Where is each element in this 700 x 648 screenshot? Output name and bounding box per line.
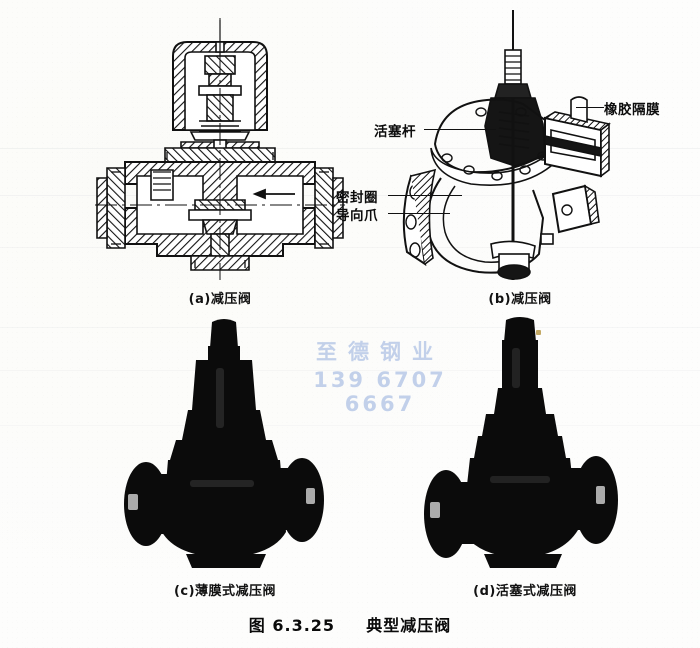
scan-rule bbox=[0, 195, 700, 196]
scan-rule bbox=[0, 148, 700, 149]
scan-rule bbox=[0, 327, 700, 328]
scan-rule bbox=[0, 425, 700, 426]
figure-d-photograph bbox=[420, 317, 630, 573]
figure-d-caption: (d)活塞式减压阀 bbox=[473, 584, 577, 599]
scan-rule bbox=[0, 370, 700, 371]
callout-seal-ring: 密封圈 bbox=[336, 190, 378, 206]
flow-arrow bbox=[252, 188, 295, 200]
callout-guide-claw: 导向爪 bbox=[336, 208, 378, 224]
figure-c-photograph bbox=[120, 318, 330, 573]
figure-number: 图 6.3.25 bbox=[248, 616, 336, 635]
figure-title: 典型减压阀 bbox=[366, 616, 452, 635]
scan-rule bbox=[0, 247, 700, 248]
callout-guide-claw-leader bbox=[388, 213, 450, 215]
figure-caption: 图 6.3.25 典型减压阀 bbox=[0, 612, 700, 636]
callout-piston-rod: 活塞杆 bbox=[374, 124, 416, 140]
callout-piston-rod-leader bbox=[424, 129, 496, 131]
figure-a-sectional-drawing bbox=[95, 12, 345, 282]
figure-c-caption: (c)薄膜式减压阀 bbox=[173, 584, 277, 599]
callout-rubber-diaphragm: 橡胶隔膜 bbox=[604, 102, 660, 118]
figure-b-isometric-cutaway bbox=[395, 8, 625, 283]
callout-seal-ring-leader bbox=[388, 195, 462, 197]
figure-b-caption: (b)减压阀 bbox=[488, 292, 552, 307]
callout-rubber-diaphragm-leader bbox=[576, 107, 604, 109]
figure-a-caption: (a)减压阀 bbox=[188, 292, 252, 307]
